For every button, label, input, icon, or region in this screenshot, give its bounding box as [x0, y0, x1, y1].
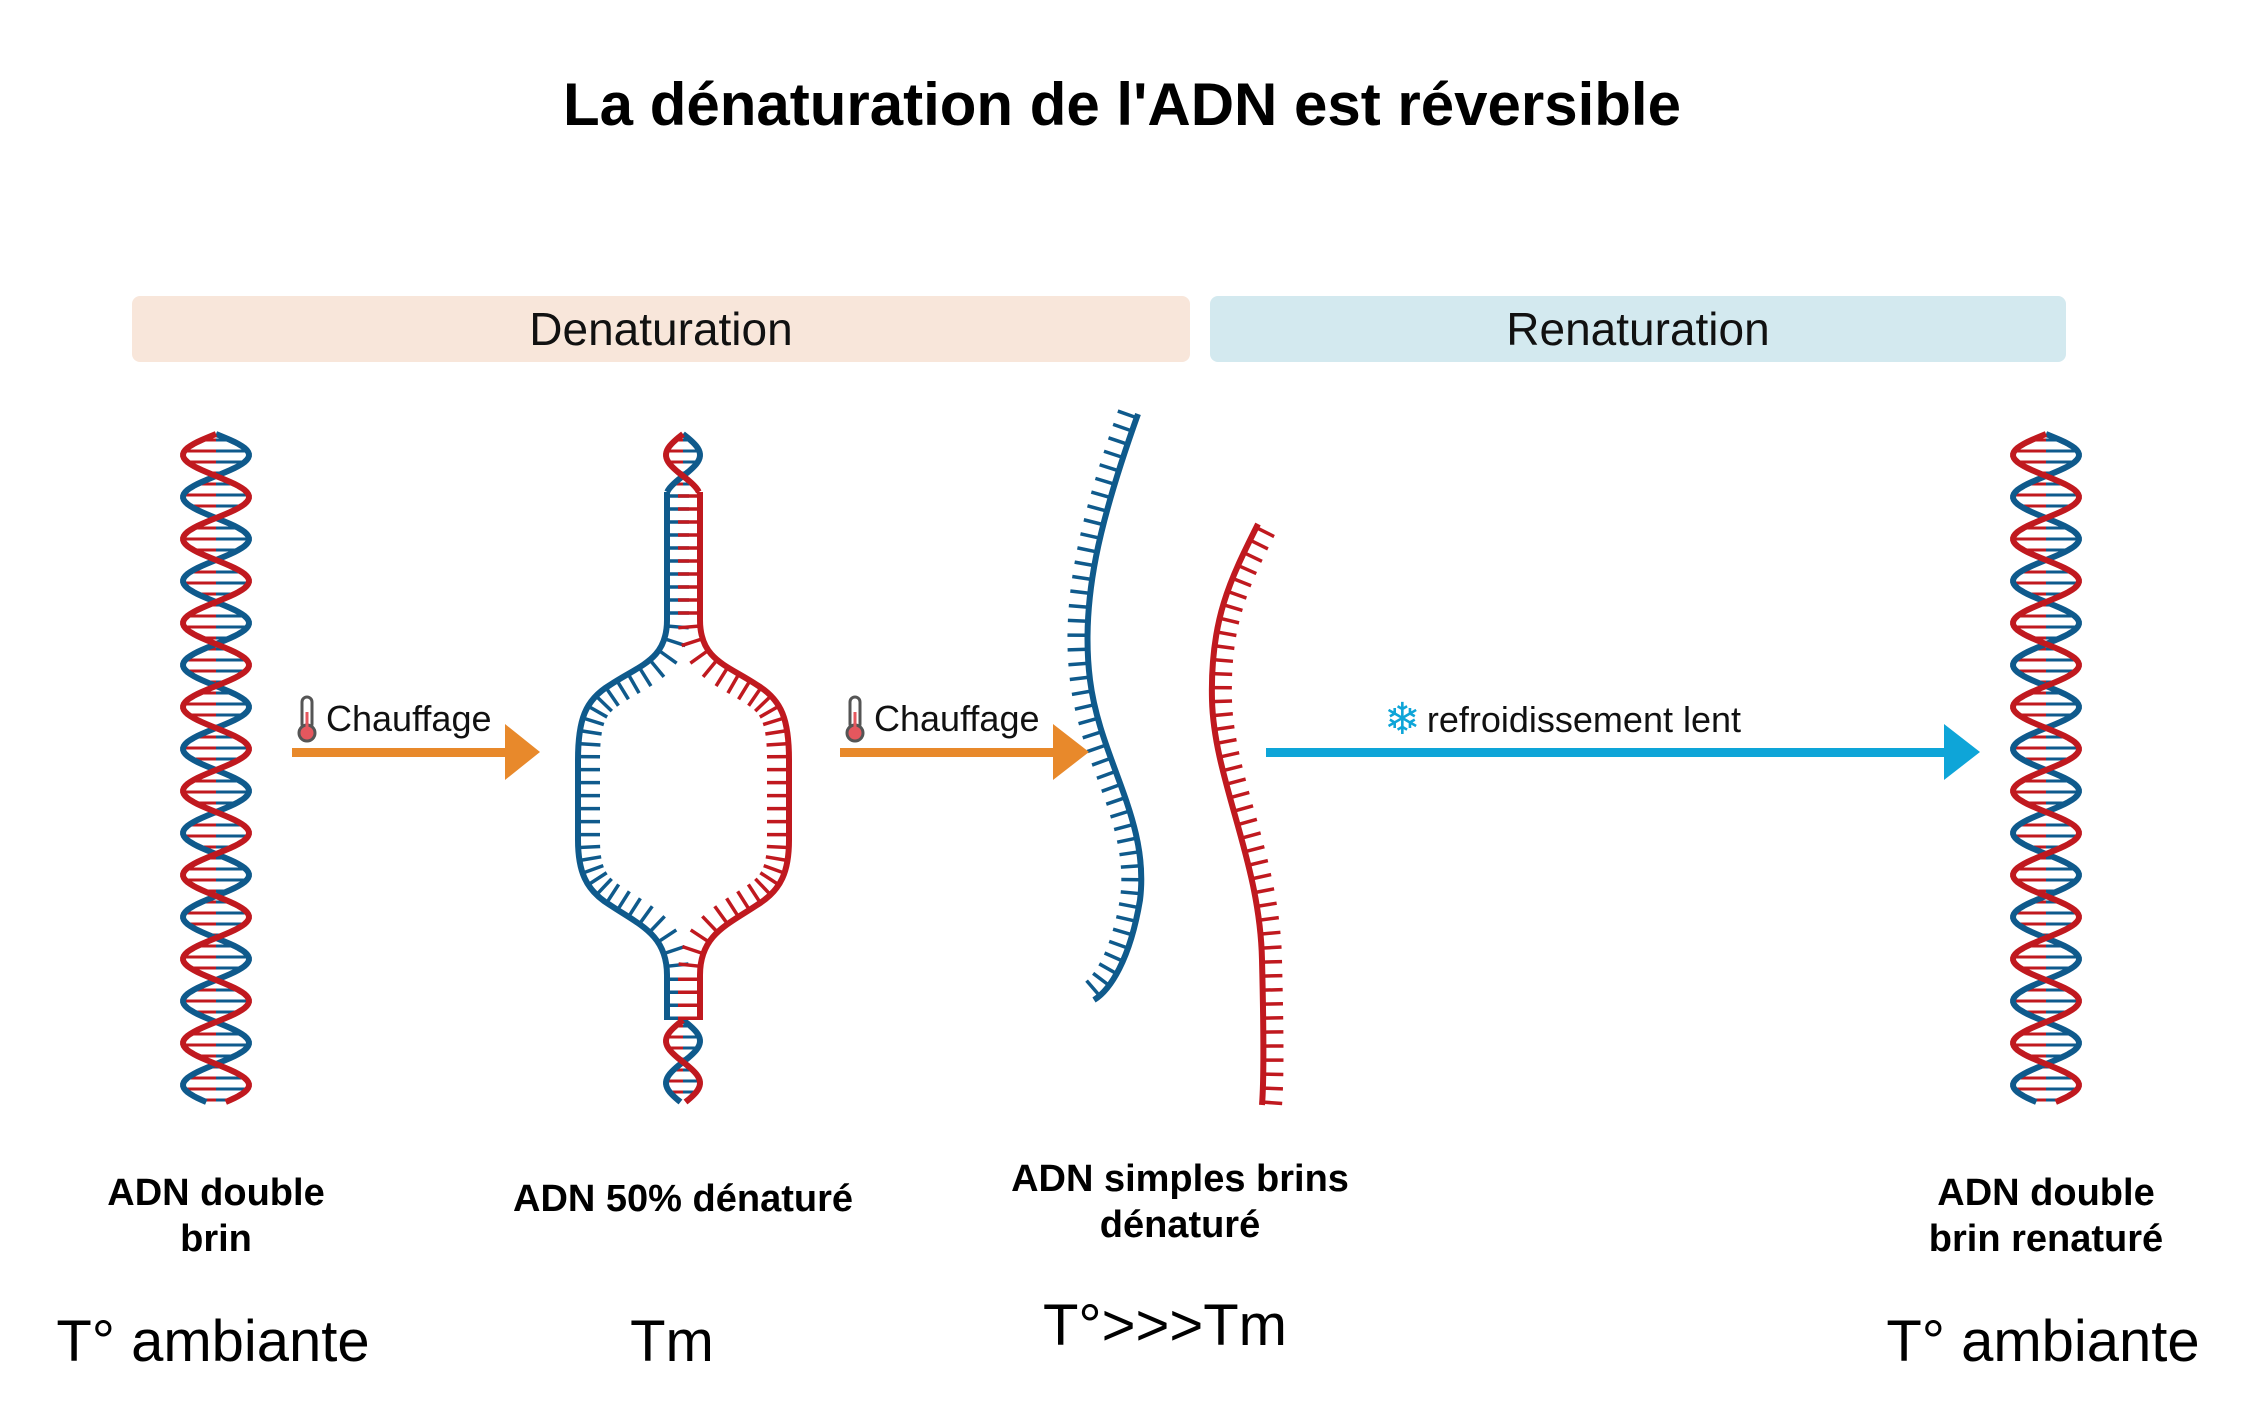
page-title: La dénaturation de l'ADN est réversible — [563, 71, 1681, 138]
stage-1-temperature: T° ambiante — [56, 1309, 370, 1374]
denaturation-band: Denaturation — [132, 296, 1190, 362]
stage-3-label-line1: ADN simples brins — [1011, 1158, 1349, 1200]
half-denatured-dna — [575, 431, 792, 1105]
stage-4-label-line2: brin renaturé — [1928, 1218, 2164, 1260]
heat-label-1: Chauffage — [294, 694, 491, 744]
heat-label-2-text: Chauffage — [874, 698, 1040, 739]
stage-2-label: ADN 50% dénaturé — [513, 1176, 853, 1222]
stage-1-label-line1: ADN double — [107, 1172, 325, 1214]
cool-label-text: refroidissement lent — [1426, 698, 1742, 740]
heat-label-2: Chauffage — [842, 694, 1039, 744]
thermometer-icon — [297, 695, 317, 743]
stage-4-temperature: T° ambiante — [1886, 1309, 2200, 1374]
stage-1-label-line2: brin — [180, 1218, 252, 1260]
stage-3-temperature: T°>>>Tm — [1043, 1293, 1287, 1358]
cooling-arrow — [1266, 724, 1980, 780]
heating-arrow-1 — [292, 724, 540, 780]
snowflake-icon: ❄ — [1384, 694, 1421, 745]
renaturation-band: Renaturation — [1210, 296, 2066, 362]
single-strands-dna — [1067, 409, 1284, 1106]
stage-1-label: ADN double brin — [107, 1170, 324, 1262]
stage-2-temperature: Tm — [630, 1309, 714, 1374]
double-strand-dna-helix — [180, 431, 252, 1105]
heating-arrow-2 — [840, 724, 1089, 780]
renatured-dna-helix — [2010, 431, 2082, 1105]
stage-3-label-line2: dénaturé — [1099, 1204, 1261, 1246]
heat-label-1-text: Chauffage — [326, 698, 492, 739]
stage-4-label: ADN double brin renaturé — [1929, 1170, 2163, 1262]
stage-4-label-line1: ADN double — [1937, 1172, 2155, 1214]
cool-label: ❄ refroidissement lent — [1384, 694, 1741, 745]
thermometer-icon — [845, 695, 865, 743]
stage-3-label: ADN simples brins dénaturé — [1011, 1156, 1349, 1248]
stage-2-label-line1: ADN 50% dénaturé — [513, 1178, 853, 1220]
